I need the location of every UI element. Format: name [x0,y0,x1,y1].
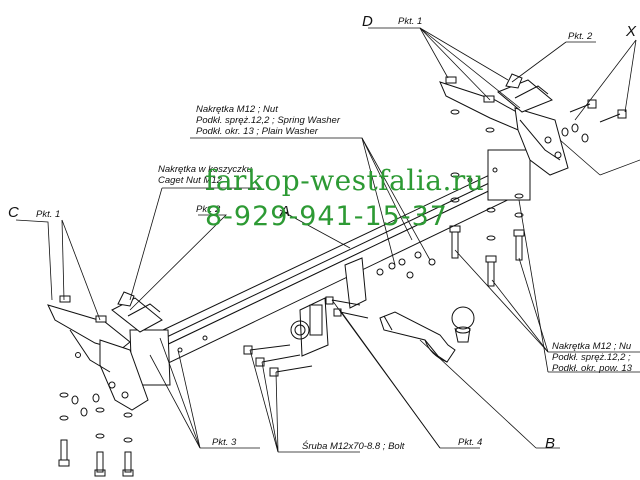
label-nut-line2: Podkł. spręż.12,2 ; Spring Washer [196,115,340,126]
label-pkt3: Pkt. 3 [212,437,237,448]
cross-beam [129,149,531,386]
label-right-line1: Nakrętka M12 ; Nu [552,341,632,352]
label-nut-line3: Podkł. okr. 13 ; Plain Washer [196,126,318,137]
label-x: X [626,23,637,40]
label-pkt2-top: Pkt. 2 [568,31,593,42]
label-cage-line1: Nakrętka w koszyczku [158,164,252,175]
label-bolt: Śruba M12x70-8.8 ; Bolt [302,441,405,452]
label-pkt4: Pkt. 4 [458,437,483,448]
center-mount-plate [290,257,367,357]
label-right-line3: Podkł. okr. pow. 13 [552,363,632,374]
label-a: A [280,203,291,220]
watermark-phone: 8-929-941-15-37 [205,201,448,232]
left-cage-nut-plate [111,291,163,333]
label-d: D [362,13,373,30]
label-pkt1-left: Pkt. 1 [36,209,61,220]
label-cage-line2: Caget Nut M12 [158,175,222,186]
left-bracket [47,295,149,411]
label-pkt2-mid: Pkt. 2 [196,204,221,215]
watermark-site: farkop-westfalia.ru [205,164,485,197]
leader-lines [15,27,640,453]
label-right-line2: Podkł. spręż.12,2 ; [552,352,631,363]
hardware-bolts-washers [58,99,627,477]
label-b: B [545,435,556,452]
label-nut-line1: Nakrętka M12 ; Nut [196,104,278,115]
label-c: C [8,204,19,221]
tow-ball-arm [379,306,475,363]
right-bracket [439,76,569,176]
label-pkt1-top: Pkt. 1 [398,16,423,27]
